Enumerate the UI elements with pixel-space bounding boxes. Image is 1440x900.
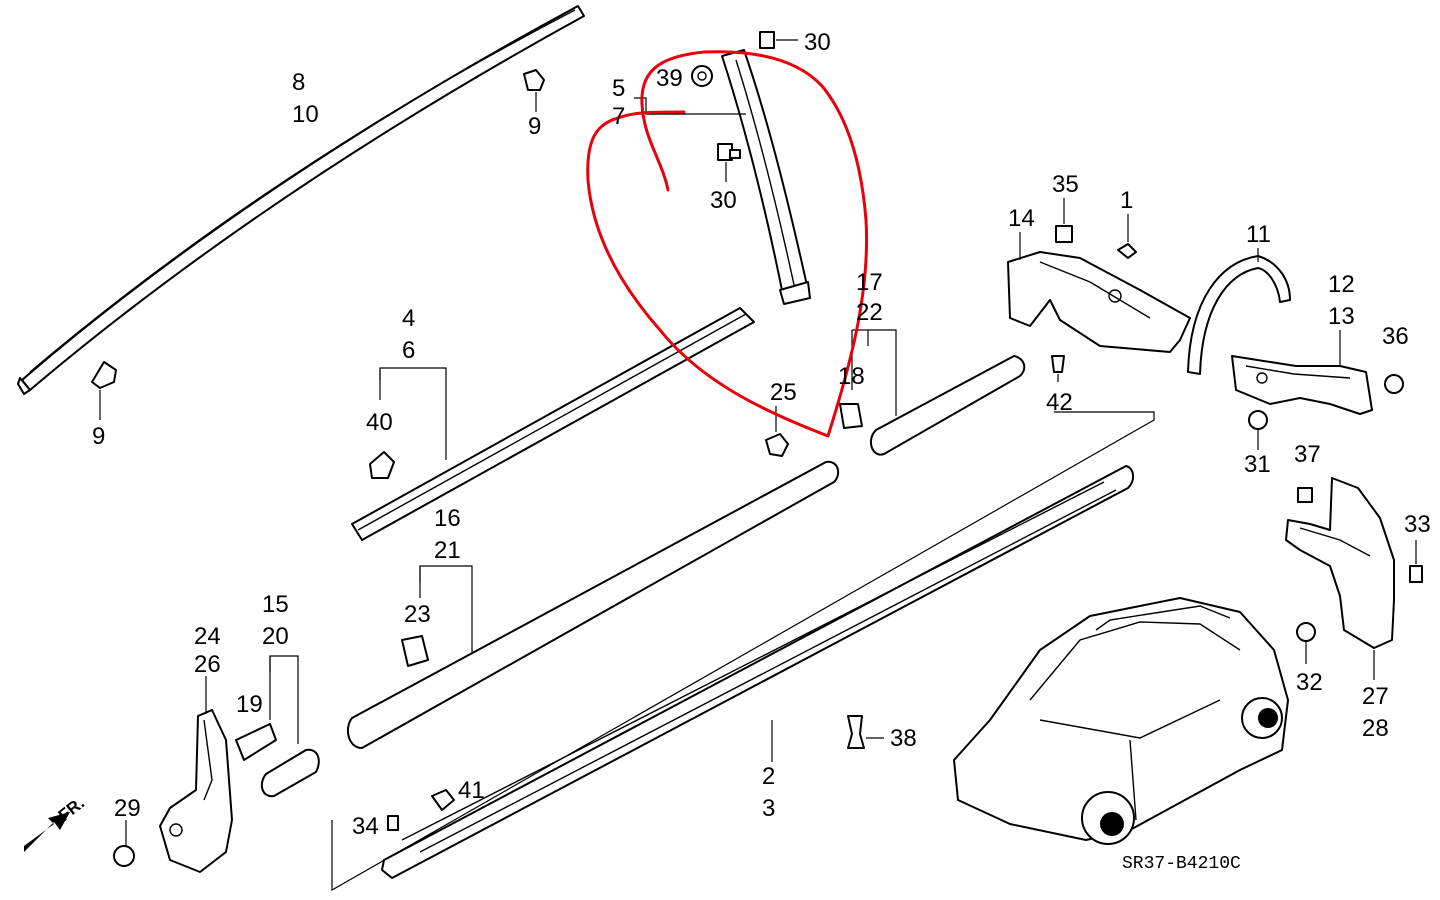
- label-8: 8: [292, 69, 305, 96]
- label-10: 10: [292, 101, 319, 128]
- label-11: 11: [1246, 221, 1271, 248]
- front-mud-guard: [159, 709, 233, 873]
- label-36: 36: [1382, 323, 1409, 350]
- rear-molding-14: [1007, 251, 1191, 353]
- label-14: 14: [1008, 205, 1035, 232]
- label-9-left: 9: [92, 423, 105, 450]
- label-24: 24: [194, 623, 221, 650]
- bolt-32: [1296, 622, 1316, 664]
- rear-fender-bracket: [1231, 355, 1373, 415]
- label-2: 2: [762, 763, 775, 790]
- rear-mud-guard: [1285, 477, 1395, 649]
- label-15: 15: [262, 591, 289, 618]
- bolt-30-top: [759, 31, 798, 49]
- label-22: 22: [856, 299, 883, 326]
- clip-35: [1055, 198, 1073, 243]
- clip-33: [1409, 540, 1423, 583]
- arch-molding-11: [1187, 248, 1291, 375]
- label-9-top: 9: [528, 113, 541, 140]
- diagram-code: SR37-B4210C: [1122, 854, 1241, 874]
- label-20: 20: [262, 623, 289, 650]
- clip-40: [369, 451, 395, 479]
- label-27: 27: [1362, 683, 1389, 710]
- clip-37: [1297, 487, 1313, 503]
- label-42: 42: [1046, 389, 1073, 416]
- label-29: 29: [114, 795, 141, 822]
- label-31: 31: [1244, 451, 1271, 478]
- side-sill-end: [260, 748, 320, 798]
- label-39: 39: [656, 65, 683, 92]
- label-17: 17: [856, 269, 883, 296]
- clip-41: [431, 789, 455, 811]
- label-30-top: 30: [804, 29, 831, 56]
- label-25: 25: [770, 379, 797, 406]
- label-5: 5: [612, 75, 625, 102]
- bolt-31: [1248, 410, 1268, 450]
- door-sash-molding: [351, 307, 755, 541]
- bolt-30-mid: [717, 143, 741, 182]
- clip-25: [765, 406, 789, 457]
- label-23: 23: [404, 601, 431, 628]
- label-38: 38: [890, 725, 917, 752]
- label-32: 32: [1296, 669, 1323, 696]
- clip-39: [691, 65, 713, 87]
- label-16: 16: [434, 505, 461, 532]
- clip-1: [1117, 214, 1137, 259]
- clip-9-top: [523, 69, 545, 112]
- screw-29: [113, 820, 135, 867]
- red-circle-annotation: [586, 50, 869, 438]
- clip-36: [1384, 374, 1404, 394]
- side-sill-garnish: [381, 465, 1134, 879]
- clip-38: [847, 715, 884, 749]
- label-1: 1: [1120, 187, 1133, 214]
- clip-18: [839, 403, 863, 429]
- label-41: 41: [458, 777, 485, 804]
- label-3: 3: [762, 795, 775, 822]
- label-6: 6: [402, 337, 415, 364]
- label-12: 12: [1328, 271, 1355, 298]
- label-40: 40: [366, 409, 393, 436]
- clip-9-left: [91, 361, 117, 420]
- clip-34: [387, 815, 399, 831]
- car-illustration: [953, 597, 1289, 845]
- label-26: 26: [194, 651, 221, 678]
- label-33: 33: [1404, 511, 1431, 538]
- label-7: 7: [612, 103, 625, 130]
- clip-42: [1051, 355, 1065, 382]
- clip-19: [235, 723, 277, 761]
- label-21: 21: [434, 537, 461, 564]
- roof-molding: [17, 5, 585, 395]
- label-19: 19: [236, 691, 263, 718]
- clip-23: [401, 635, 429, 667]
- door-pillar-molding: [721, 49, 811, 305]
- callout-labels: 8 10 9 9 5 7 39 30 30 4 6 40 14 35 1 11 …: [92, 29, 1431, 840]
- label-13: 13: [1328, 303, 1355, 330]
- door-protector-molding-upper: [869, 355, 1026, 456]
- label-37: 37: [1294, 441, 1321, 468]
- label-34: 34: [352, 813, 379, 840]
- label-28: 28: [1362, 715, 1389, 742]
- label-4: 4: [402, 305, 415, 332]
- label-35: 35: [1052, 171, 1079, 198]
- label-30-mid: 30: [710, 187, 737, 214]
- front-direction-arrow: FR.: [24, 793, 88, 852]
- label-18: 18: [838, 363, 865, 390]
- door-protector-molding-lower: [346, 460, 840, 749]
